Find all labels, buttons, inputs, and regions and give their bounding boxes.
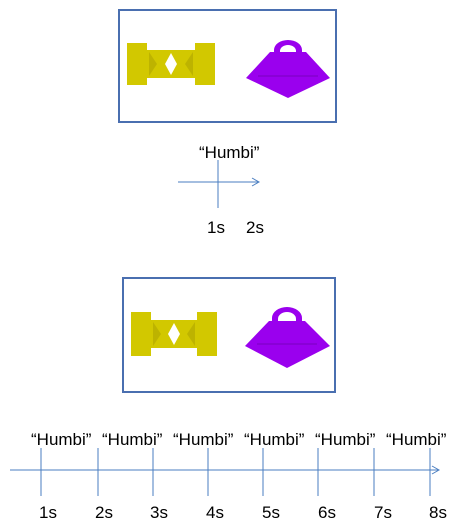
top-time-label-2: 2s bbox=[246, 218, 264, 237]
bottom-time-label-2: 2s bbox=[95, 503, 113, 522]
bottom-time-label-1: 1s bbox=[39, 503, 57, 522]
top-word-label: “Humbi” bbox=[199, 143, 260, 162]
bottom-time-label-4: 4s bbox=[206, 503, 224, 522]
purple-bell-object-icon bbox=[246, 40, 330, 98]
yellow-hourglass-object-icon bbox=[131, 312, 217, 356]
bottom-word-label-3: “Humbi” bbox=[173, 430, 234, 449]
bottom-word-label-2: “Humbi” bbox=[102, 430, 163, 449]
purple-bell-object-icon bbox=[245, 307, 330, 368]
top-timeline bbox=[178, 160, 261, 208]
bottom-timeline bbox=[10, 448, 441, 496]
bottom-time-label-8: 8s bbox=[429, 503, 447, 522]
bottom-time-label-7: 7s bbox=[374, 503, 392, 522]
bottom-time-label-3: 3s bbox=[150, 503, 168, 522]
bottom-time-label-5: 5s bbox=[262, 503, 280, 522]
bottom-word-label-6: “Humbi” bbox=[386, 430, 447, 449]
bottom-word-label-4: “Humbi” bbox=[244, 430, 305, 449]
top-time-label-1: 1s bbox=[207, 218, 225, 237]
yellow-hourglass-object-icon bbox=[127, 43, 215, 85]
bottom-word-label-5: “Humbi” bbox=[315, 430, 376, 449]
bottom-object-frame bbox=[122, 277, 336, 393]
bottom-word-label-1: “Humbi” bbox=[31, 430, 92, 449]
bottom-time-label-6: 6s bbox=[318, 503, 336, 522]
